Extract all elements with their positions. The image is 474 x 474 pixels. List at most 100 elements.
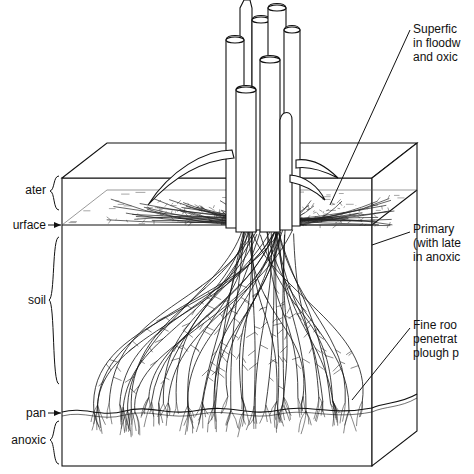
primary-roots <box>91 226 363 437</box>
callout-label: Superfic in floodw and oxic <box>413 22 465 64</box>
root-hair <box>339 216 341 219</box>
lateral-root <box>220 352 224 355</box>
root-hair <box>219 209 220 213</box>
fine-root <box>222 397 228 414</box>
leaf <box>296 160 338 178</box>
fine-root <box>298 398 300 418</box>
callout-label: Primary (with late in anoxic <box>413 222 465 264</box>
root-hair <box>313 211 314 213</box>
lateral-root <box>284 286 292 292</box>
lateral-root <box>287 307 290 313</box>
lateral-root <box>280 346 287 353</box>
surface-hatch <box>83 210 90 211</box>
lateral-root <box>140 361 144 364</box>
surface-hatch <box>346 204 354 205</box>
root-hair <box>196 205 199 209</box>
fine-root <box>276 410 277 433</box>
root-hair <box>159 207 160 209</box>
fine-root <box>248 411 255 426</box>
primary-root <box>176 226 273 401</box>
stem-top <box>268 5 286 11</box>
fine-root <box>208 410 215 424</box>
lateral-root <box>302 359 310 363</box>
lateral-root <box>309 348 312 354</box>
root-hair <box>158 200 161 202</box>
lateral-root <box>271 334 277 337</box>
fine-root <box>202 402 206 417</box>
surface-hatch <box>394 195 400 196</box>
root-hair <box>328 218 329 219</box>
root-hair <box>301 222 302 224</box>
surface-hatch <box>124 205 132 206</box>
lateral-root <box>214 329 220 335</box>
lateral-root <box>243 358 246 363</box>
fine-root <box>343 403 346 422</box>
fine-root <box>168 403 169 413</box>
fine-root <box>94 412 101 432</box>
fine-root <box>298 398 300 412</box>
surface-hatch <box>118 204 125 205</box>
primary-root <box>268 231 298 398</box>
fine-root <box>92 412 95 431</box>
root-hair <box>325 217 326 218</box>
fine-root <box>142 397 149 416</box>
lateral-root <box>165 317 170 321</box>
fine-root <box>173 401 176 415</box>
lateral-root <box>243 315 247 317</box>
lateral-root <box>255 332 258 335</box>
root-hair <box>358 219 360 221</box>
lateral-root <box>183 347 188 352</box>
lateral-root <box>222 343 228 347</box>
root-hair <box>306 209 309 210</box>
root-hair <box>201 206 203 208</box>
root-hair <box>389 222 391 225</box>
lateral-root <box>244 301 251 305</box>
stem <box>260 56 280 233</box>
fine-root <box>144 397 148 414</box>
lateral-root <box>242 364 248 371</box>
root-hair <box>302 207 304 209</box>
lateral-root <box>113 377 121 381</box>
fine-root <box>359 401 362 417</box>
root-hair <box>188 203 189 204</box>
lateral-root <box>200 323 204 329</box>
lateral-root <box>207 305 215 309</box>
fine-root <box>306 411 309 424</box>
primary-root <box>242 228 251 412</box>
fine-root <box>242 397 250 424</box>
root-hair <box>333 225 337 228</box>
root-hair <box>344 207 345 208</box>
leader-line <box>352 328 410 400</box>
lateral-root <box>249 363 258 370</box>
root-hair <box>323 211 325 213</box>
fine-root <box>323 401 325 417</box>
primary-root <box>249 232 304 397</box>
root-hair <box>331 204 335 205</box>
arrow <box>48 413 61 414</box>
fine-root <box>357 401 363 426</box>
lateral-root <box>269 377 273 381</box>
fine-root <box>306 411 311 425</box>
fine-root <box>184 409 189 425</box>
fine-root <box>126 411 131 432</box>
lateral-root <box>132 341 138 346</box>
surface-hatch <box>69 222 77 223</box>
surface-hatch <box>339 193 344 194</box>
root-hair <box>307 208 309 211</box>
lateral-root <box>351 366 359 369</box>
surface-hatch <box>109 208 116 209</box>
lateral-root <box>99 380 105 387</box>
lateral-root <box>273 323 282 325</box>
root-hair <box>388 195 390 199</box>
fine-root <box>254 406 257 424</box>
root-hair <box>307 215 310 219</box>
root-hair <box>188 223 191 226</box>
lateral-root <box>275 287 279 293</box>
root-hair <box>320 225 321 228</box>
stem <box>236 86 256 233</box>
fine-root <box>226 410 231 424</box>
root-hair <box>313 212 316 213</box>
fine-root <box>299 411 306 432</box>
root-hair <box>195 205 199 207</box>
lateral-root <box>278 355 283 362</box>
